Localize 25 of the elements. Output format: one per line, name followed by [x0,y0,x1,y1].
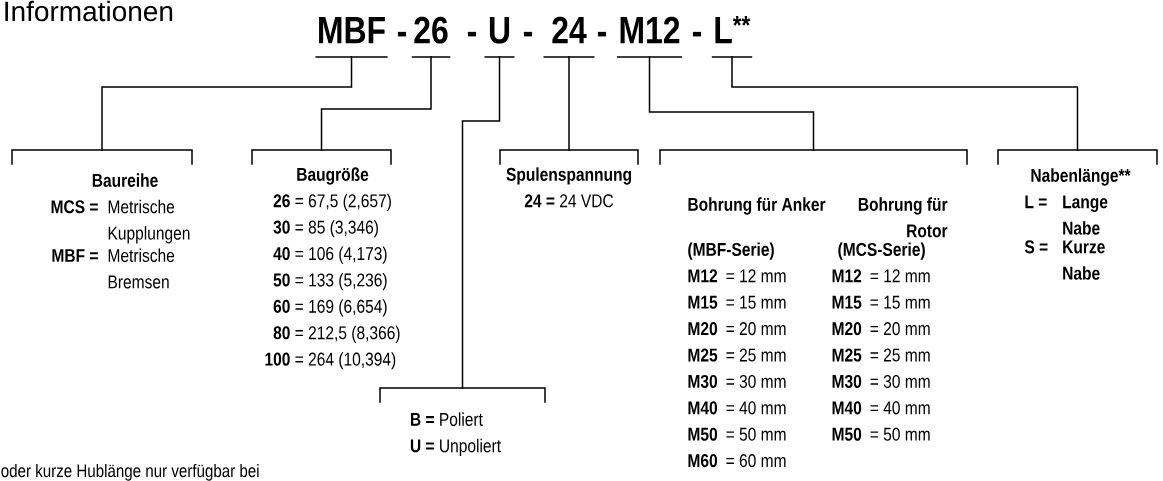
connector-line [648,56,815,151]
code-segment: 24 [543,16,595,58]
option-group: Nabenlänge** L = Lange Nabe S = Kurze Nabe [997,149,1158,280]
connector-line [101,56,353,151]
title: Informationen [5,0,173,22]
separator-dash: - [597,31,607,37]
code-segment: MBF [315,17,388,58]
separator-dash: - [692,31,702,37]
code-segment: 26 [411,16,451,58]
connector-line [568,56,570,151]
connector-line [731,56,1079,151]
footnote: oder kurze Hublänge nur verfügbar bei [1,463,259,481]
option-group: Baugröße 26 = 67,5 (2,657) 30 = 85 (3,346) 40 = 106 (4,173) 50 = 133 (5,236) 60 = 169 (6,654) 80 = 212,5 (8,366) 100 = 264 (10,394) [251,149,400,370]
code-segment: U [484,17,515,58]
code-segment: L$^{**}$ [711,15,753,58]
code-segment: M12 [616,16,683,58]
separator-dash: - [523,31,533,37]
separator-dash: - [467,31,477,37]
option-group: Spulenspannung 24 = 24 VDC [499,149,639,208]
separator-dash: - [397,31,407,37]
connector-line [461,56,501,389]
connector-line [320,56,432,151]
option-group: Baureihe MCS = Metrische Kupplungen MBF = Metrische Bremsen [11,149,193,289]
option-group: B = Poliert U = Unpoliert [379,387,546,456]
option-group: Bohrung für Anker Bohrung für Rotor (MBF-Serie) (MCS-Serie) M12 = 12 mm M12 = 12 mm M15 = 15 mm M15 = 15 mm M20 = 20 mm M20 = 20 mm M25 = 25 mm M25 = 25 mm M30 = 30 mm M30 = 30 mm M40 = 40 mm M40 = 40 mm M50 = 50 mm M50 = 50 mm M60 = 60 mm [659,149,968,468]
